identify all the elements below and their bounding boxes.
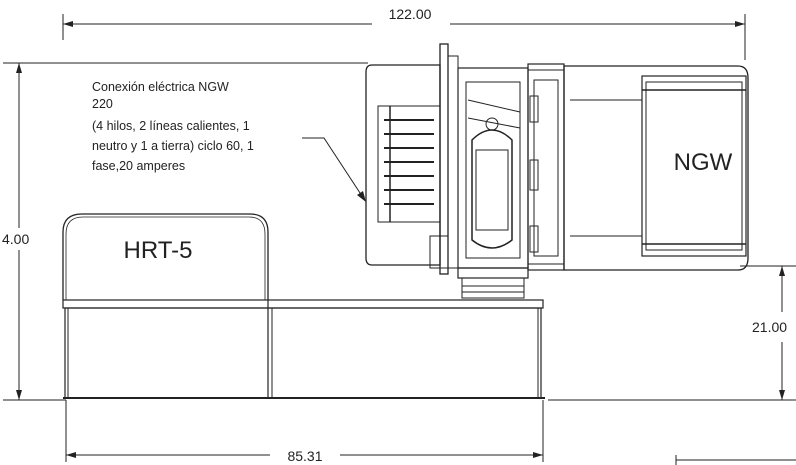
grille bbox=[377, 105, 441, 223]
right-height-label: 21.00 bbox=[752, 319, 787, 335]
overall-width-label: 122.00 bbox=[389, 6, 432, 22]
left-height-dimension: 4.00 bbox=[2, 62, 368, 401]
note-leader-line bbox=[302, 137, 363, 197]
frame-connector bbox=[527, 63, 565, 271]
right-height-dimension: 21.00 bbox=[548, 265, 796, 401]
note-leader-arrow bbox=[357, 191, 366, 202]
base-table bbox=[62, 299, 545, 399]
note-line-5: fase,20 amperes bbox=[92, 159, 185, 173]
note-line-4: neutro y 1 a tierra) ciclo 60, 1 bbox=[92, 139, 254, 153]
electrical-note: Conexión eléctrica NGW 220 (4 hilos, 2 l… bbox=[92, 80, 366, 202]
ngw-machine: NGW bbox=[365, 43, 749, 299]
central-mechanism bbox=[429, 43, 529, 299]
hrt5-unit: HRT-5 bbox=[62, 213, 269, 300]
note-line-1: Conexión eléctrica NGW bbox=[92, 80, 229, 94]
note-line-2: 220 bbox=[92, 97, 113, 111]
ngw-label: NGW bbox=[674, 149, 733, 176]
overall-width-dimension: 122.00 bbox=[62, 6, 746, 60]
base-width-label: 85.31 bbox=[287, 448, 322, 464]
note-line-3: (4 hilos, 2 líneas calientes, 1 bbox=[92, 119, 250, 133]
hrt5-label: HRT-5 bbox=[124, 237, 193, 264]
base-width-dimension: 85.31 bbox=[65, 400, 796, 465]
left-height-label: 4.00 bbox=[2, 231, 29, 247]
